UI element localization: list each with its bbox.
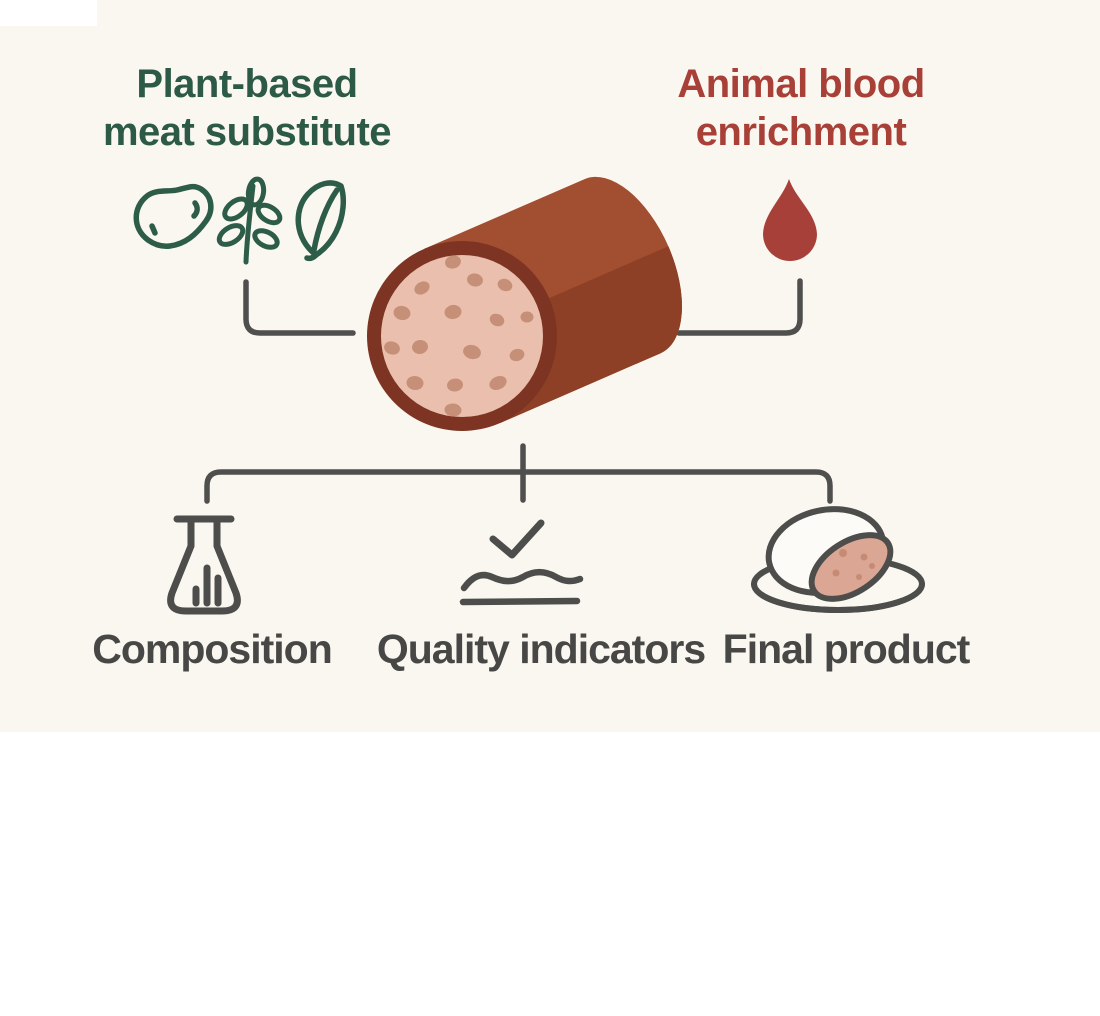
flask-chart-icon (167, 515, 241, 615)
sausage-speckles (384, 255, 534, 417)
connector-plant (243, 279, 356, 336)
sausage-illustration (367, 176, 682, 431)
plate-sausage-icon (751, 506, 925, 613)
blood-source-heading: Animal blood enrichment (677, 62, 925, 154)
connector-blood (676, 278, 803, 336)
connector-outputs-bracket (204, 469, 833, 504)
corner-patch (0, 0, 97, 26)
bean-icon (133, 183, 214, 249)
leaf-icon (295, 180, 347, 262)
output-label-composition: Composition (92, 626, 333, 672)
plant-source-heading: Plant-based meat substitute (102, 62, 392, 154)
wheat-sprig-icon (216, 176, 283, 265)
output-label-final-product: Final product (722, 626, 971, 672)
sausage-cut-face (381, 255, 543, 417)
checkmark-wave-icon (459, 519, 584, 606)
output-label-quality-indicators: Quality indicators (376, 626, 706, 672)
blood-drop-icon (763, 179, 817, 261)
